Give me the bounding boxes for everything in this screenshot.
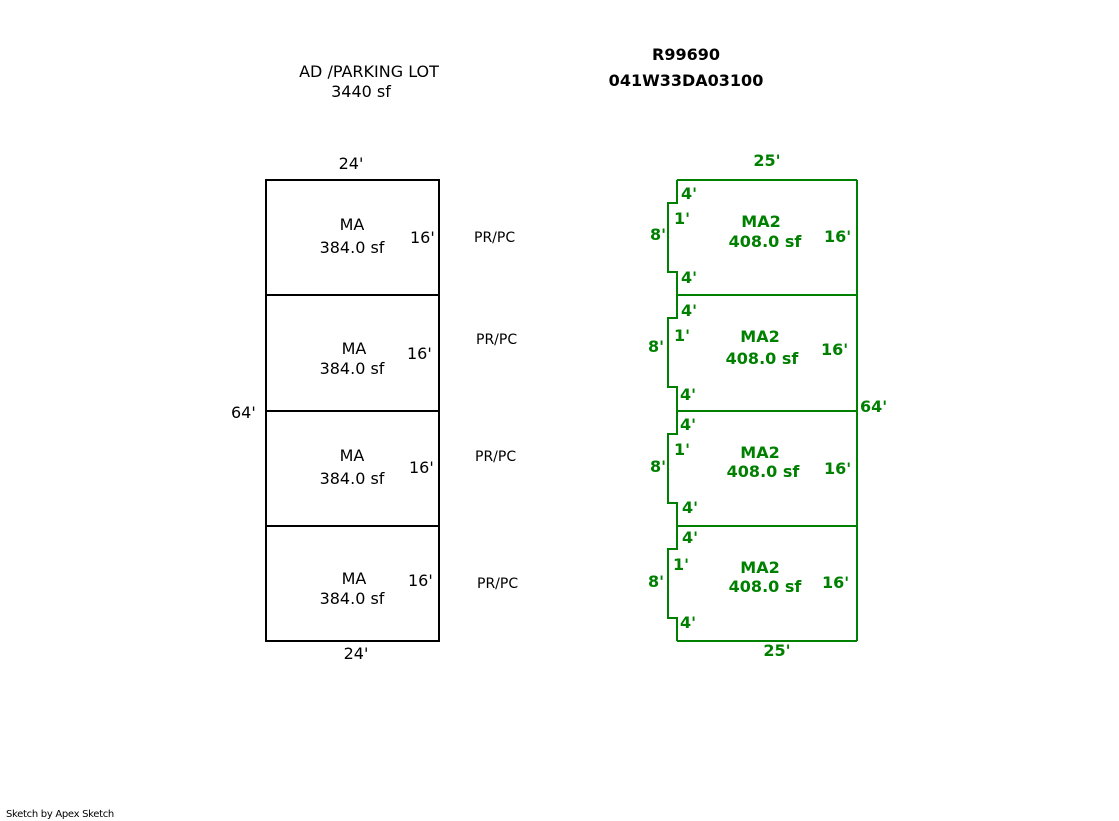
left-bottom-dim: 24' [343,644,369,663]
footer-credit: Sketch by Apex Sketch [6,809,114,820]
notch-len-dim: 8' [648,572,665,591]
right-side-dim: 64' [860,397,888,416]
notch-len-dim: 8' [650,225,667,244]
room-tag: PR/PC [475,449,517,465]
lot-area: 3440 sf [331,82,391,101]
parcel-number: 041W33DA03100 [608,71,764,90]
room-area: 408.0 sf [725,349,799,368]
room-area: 384.0 sf [319,238,385,257]
room-name: MA [341,339,367,358]
notch-bottom-dim: 4' [682,498,699,517]
room-name: MA [341,569,367,588]
notch-depth-dim: 1' [674,326,691,345]
notch-len-dim: 8' [648,337,665,356]
room-dim: 16' [409,458,434,477]
right-sketch-outline [667,179,858,642]
lot-label: AD /PARKING LOT [299,62,439,81]
room-tag: PR/PC [476,332,518,348]
notch-top-dim: 4' [682,528,699,547]
notch-depth-dim: 1' [674,209,691,228]
left-top-dim: 24' [338,154,364,173]
right-notch-1 [667,180,678,295]
notch-bottom-dim: 4' [681,268,698,287]
right-top-dim: 25' [753,151,781,170]
right-notch-3 [667,411,678,526]
room-dim: 16' [408,571,433,590]
room-name: MA2 [740,443,780,462]
left-sketch-outline [265,179,440,642]
room-area: 384.0 sf [319,359,385,378]
notch-top-dim: 4' [681,301,698,320]
right-notch-2 [667,295,678,411]
room-area: 384.0 sf [319,589,385,608]
room-dim: 16' [407,344,432,363]
room-area: 408.0 sf [726,462,800,481]
notch-depth-dim: 1' [674,440,691,459]
room-tag: PR/PC [477,576,519,592]
room-area: 408.0 sf [728,577,802,596]
room-area: 408.0 sf [728,232,802,251]
right-bottom-dim: 25' [763,641,791,660]
notch-depth-dim: 1' [673,555,690,574]
notch-bottom-dim: 4' [680,613,697,632]
notch-top-dim: 4' [680,415,697,434]
room-name: MA [339,215,365,234]
notch-len-dim: 8' [650,457,667,476]
room-dim: 16' [824,227,852,246]
room-name: MA2 [740,558,780,577]
room-name: MA2 [740,327,780,346]
room-name: MA [339,446,365,465]
room-tag: PR/PC [474,230,516,246]
record-id: R99690 [652,45,720,64]
notch-bottom-dim: 4' [680,385,697,404]
room-name: MA2 [741,212,781,231]
right-notch-4 [667,526,678,641]
room-dim: 16' [822,573,850,592]
room-dim: 16' [824,459,852,478]
left-side-dim: 64' [231,403,256,422]
room-dim: 16' [410,228,435,247]
room-area: 384.0 sf [319,469,385,488]
notch-top-dim: 4' [681,184,698,203]
room-dim: 16' [821,340,849,359]
